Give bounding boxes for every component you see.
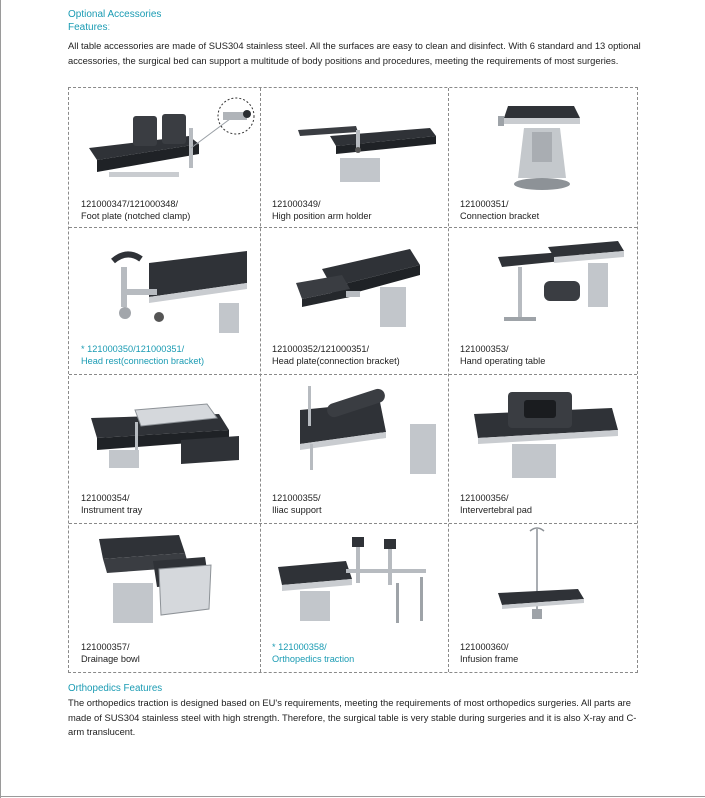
accessory-label: Hand operating table bbox=[460, 356, 546, 366]
accessory-label: Drainage bowl bbox=[81, 654, 140, 664]
accessory-code: 121000354/ bbox=[81, 493, 130, 503]
features-subheading: Featuresː bbox=[68, 22, 111, 33]
hand-table-icon bbox=[498, 241, 624, 321]
accessory-label: Head rest(connection bracket) bbox=[81, 356, 205, 366]
accessory-code: 121000349/ bbox=[272, 199, 321, 209]
accessory-label: Instrument tray bbox=[81, 505, 143, 515]
intro-paragraph: All table accessories are made of SUS304… bbox=[68, 40, 641, 66]
accessory-label: Iliac support bbox=[272, 505, 322, 515]
orthopedics-traction-icon bbox=[278, 537, 426, 623]
head-rest-icon bbox=[111, 251, 247, 333]
accessory-cell-iliac-support[interactable]: 121000355/ Iliac support bbox=[260, 374, 448, 523]
accessory-code: 121000347/121000348/ bbox=[81, 199, 179, 209]
foot-plate-icon bbox=[89, 97, 255, 177]
accessory-code: 121000353/ bbox=[460, 344, 509, 354]
accessory-cell-instrument-tray[interactable]: 121000354/ Instrument tray bbox=[69, 374, 260, 523]
accessory-label: Orthopedics traction bbox=[272, 654, 355, 664]
grid-divider-v1 bbox=[260, 88, 261, 672]
instrument-tray-icon bbox=[91, 403, 239, 468]
accessory-code: 121000355/ bbox=[272, 493, 321, 503]
accessory-code: 121000356/ bbox=[460, 493, 509, 503]
accessory-cell-arm-holder[interactable]: 121000349/ High position arm holder bbox=[260, 88, 448, 227]
accessory-label: Connection bracket bbox=[460, 211, 540, 221]
grid-divider-h2 bbox=[69, 374, 637, 375]
accessory-cell-head-rest[interactable]: * 121000350/121000351/ Head rest(connect… bbox=[69, 227, 260, 374]
arm-holder-icon bbox=[298, 126, 436, 182]
accessory-cell-hand-table[interactable]: 121000353/ Hand operating table bbox=[448, 227, 637, 374]
grid-divider-v2 bbox=[448, 88, 449, 672]
page-left-border bbox=[0, 0, 1, 798]
accessory-label: Intervertebral pad bbox=[460, 505, 533, 515]
accessory-cell-orthopedics-traction[interactable]: * 121000358/ Orthopedics traction bbox=[260, 523, 448, 672]
head-plate-icon bbox=[296, 249, 420, 327]
grid-divider-h3 bbox=[69, 523, 637, 524]
accessory-label: Foot plate (notched clamp) bbox=[81, 211, 191, 221]
drainage-bowl-icon bbox=[99, 535, 212, 623]
page-bottom-border bbox=[0, 796, 705, 797]
iliac-support-icon bbox=[300, 386, 436, 474]
intervertebral-pad-icon bbox=[474, 392, 618, 478]
accessory-code: * 121000350/121000351/ bbox=[81, 344, 185, 354]
accessory-label: Infusion frame bbox=[460, 654, 519, 664]
accessory-code: 121000352/121000351/ bbox=[272, 344, 370, 354]
grid-divider-h1 bbox=[69, 227, 637, 228]
accessory-cell-head-plate[interactable]: 121000352/121000351/ Head plate(connecti… bbox=[260, 227, 448, 374]
accessory-cell-connection-bracket[interactable]: 121000351/ Connection bracket bbox=[448, 88, 637, 227]
accessory-cell-foot-plate[interactable]: 121000347/121000348/ Foot plate (notched… bbox=[69, 88, 260, 227]
accessories-grid: 121000347/121000348/ Foot plate (notched… bbox=[68, 87, 638, 673]
connection-bracket-icon bbox=[498, 106, 580, 190]
accessory-code: * 121000358/ bbox=[272, 642, 327, 652]
accessory-cell-intervertebral-pad[interactable]: 121000356/ Intervertebral pad bbox=[448, 374, 637, 523]
orthopedics-paragraph: The orthopedics traction is designed bas… bbox=[68, 697, 637, 737]
infusion-frame-icon bbox=[498, 527, 584, 619]
accessory-cell-drainage-bowl[interactable]: 121000357/ Drainage bowl bbox=[69, 523, 260, 672]
orthopedics-heading: Orthopedics Features bbox=[68, 683, 163, 694]
accessory-cell-infusion-frame[interactable]: 121000360/ Infusion frame bbox=[448, 523, 637, 672]
accessory-code: 121000360/ bbox=[460, 642, 509, 652]
accessory-code: 121000351/ bbox=[460, 199, 509, 209]
accessory-label: High position arm holder bbox=[272, 211, 372, 221]
accessory-label: Head plate(connection bracket) bbox=[272, 356, 400, 366]
section-heading: Optional Accessories bbox=[68, 9, 162, 20]
accessory-code: 121000357/ bbox=[81, 642, 130, 652]
